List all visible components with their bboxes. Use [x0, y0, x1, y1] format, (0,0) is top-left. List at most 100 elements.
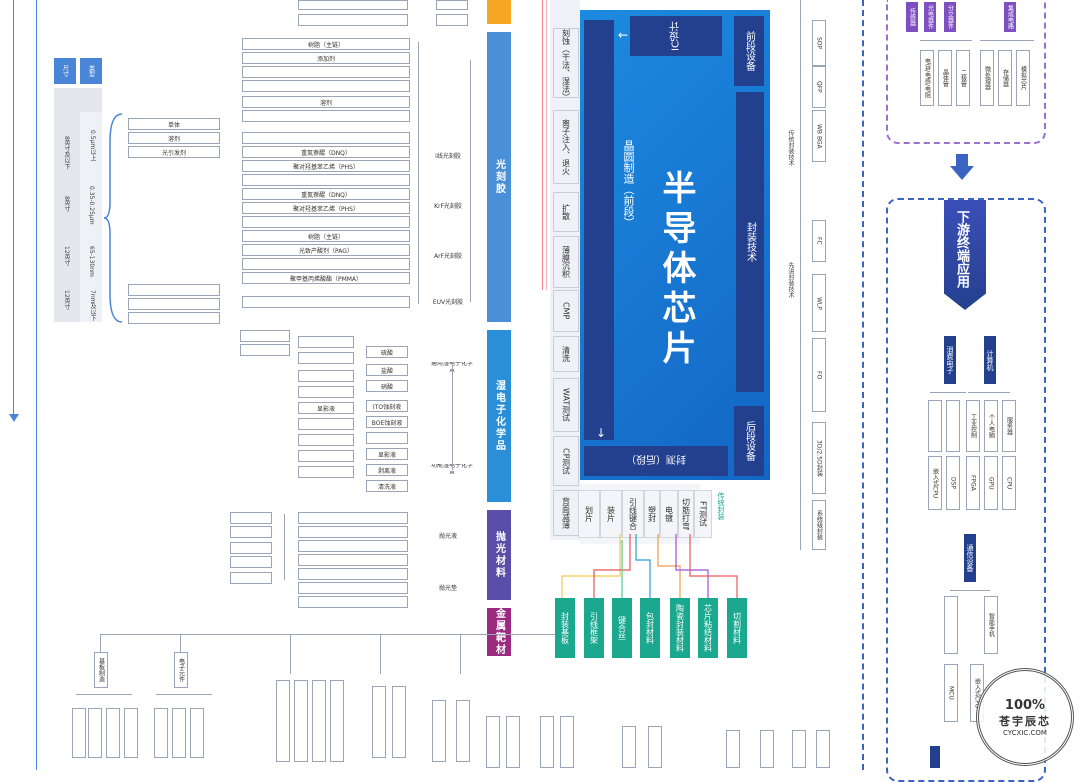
chem-item-10: ITO蚀刻液: [366, 400, 408, 412]
chem-item-13: 显影液: [366, 448, 408, 460]
ds-item-1: [928, 400, 942, 452]
polish-left-2: [230, 526, 272, 538]
red-line-2: [546, 0, 547, 290]
chem-left-2: [240, 344, 290, 356]
packaging-tech-column: 封装技术: [736, 92, 764, 392]
resist-comp-a2: 溶剂: [128, 132, 220, 144]
purple-leaf-2: 晶体管: [938, 50, 952, 106]
resist-row-9: 聚对羟基苯乙烯（PHS）: [242, 160, 410, 172]
pkg-system: 系统级封装: [812, 500, 826, 550]
ds-item-10: CPU: [1002, 456, 1016, 510]
resist-row-7: [242, 132, 410, 144]
resist-row-13: [242, 216, 410, 228]
chem-item-15: 清洗液: [366, 480, 408, 492]
purple-leaf-6: 模拟芯片: [1016, 50, 1030, 106]
polish-item-1: [298, 512, 408, 524]
bottom-leaf-24: [792, 730, 806, 768]
bottom-leaf-3: [106, 708, 120, 758]
red-line-1: [542, 0, 543, 290]
pkg-wlp: WLP: [812, 274, 826, 332]
step-plating: 电镀: [660, 490, 678, 538]
chem-left-3: [174, 350, 204, 360]
pkg-material-bondwire: 键合丝: [612, 598, 632, 658]
bottom-leaf-2: [88, 708, 102, 758]
ds-group-telecom: 通信设备: [964, 534, 976, 582]
top-box-2: [298, 14, 408, 26]
ds-branch-1: [930, 392, 966, 393]
downstream-banner: [944, 200, 986, 310]
chem-sub-3: 硝酸: [366, 380, 408, 392]
resist-row-17: 聚甲基丙烯酸酯（PMMA）: [242, 272, 410, 284]
polish-group-1: 抛光液: [430, 530, 466, 540]
bottom-leaf-7: [190, 708, 204, 758]
bottom-leaf-19: [560, 716, 574, 768]
top-box-1: [298, 0, 408, 10]
traditional-packaging-label: 传统封装: [717, 492, 725, 520]
purple-item-3: 分立器件: [944, 2, 956, 32]
chem-item-6: [298, 418, 354, 430]
bottom-drop-2: [180, 634, 181, 664]
pkg-fc: FC: [812, 220, 826, 262]
pkg-wbbga: WB BGA: [812, 110, 826, 162]
resist-row-18: [242, 296, 410, 308]
watermark-url: CYCXIC.COM: [1003, 728, 1047, 737]
table-row-2: 8英寸: [63, 196, 70, 212]
bottom-drop-3: [290, 634, 291, 674]
resist-row-8: 重氮萘醌（DNQ）: [242, 146, 410, 158]
chem-trunk: [452, 366, 453, 470]
down-arrow-icon: [9, 414, 19, 422]
chem-left-1: [240, 330, 290, 342]
resist-row-11: 重氮萘醌（DNQ）: [242, 188, 410, 200]
resist-comp-b2: [128, 298, 220, 310]
polishing-bar: 抛光材料: [487, 510, 511, 600]
chem-left-7: [314, 484, 334, 494]
bottom-leaf-11: [330, 680, 344, 762]
ds-branch-3: [950, 590, 990, 591]
resist-row-3: [242, 66, 410, 78]
bottom-leaf-25: [816, 730, 830, 768]
step-ft: FT测试: [694, 490, 712, 538]
top-box-3: [436, 0, 468, 10]
bottom-leaf-20: [622, 726, 636, 768]
resist-branch-g: [428, 56, 468, 66]
bottom-leaf-18: [540, 716, 554, 768]
resist-comp-b3: [128, 312, 220, 324]
pkg-material-substrate: 封装基板: [555, 598, 575, 658]
pkg-qfp: QFP: [812, 66, 826, 108]
bottom-drop-4: [380, 634, 381, 674]
resist-row-15: 光致产酸剂（PAG）: [242, 244, 410, 256]
polish-left-3: [230, 542, 272, 554]
pkg-line: [800, 0, 801, 550]
step-molding: 塑封: [644, 490, 660, 538]
pkg-cat-advanced: 先进封装技术: [787, 262, 794, 298]
purple-frame: [886, 0, 1046, 144]
pkg-cat-traditional: 传统封装技术: [787, 130, 794, 166]
resist-branch-euv: EUV光刻胶: [428, 296, 468, 306]
wet-chemical-bar: 湿电子化学品: [487, 330, 511, 502]
chem-item-9: [298, 466, 354, 478]
resist-row-1: 树脂（主链）: [242, 38, 410, 50]
process-etch: 刻蚀（干法、湿法）: [553, 28, 579, 101]
bottom-sub-line-2: [156, 694, 212, 695]
ds-group-computer: 计算机: [984, 336, 996, 384]
purple-item-2: 光电器件: [924, 2, 936, 32]
process-implant: 离子注入、退火: [553, 110, 579, 184]
ds-item-12: 智能手机: [984, 596, 998, 654]
table-row-1: 8英寸及以下: [63, 136, 70, 170]
chem-item-12: [366, 432, 408, 444]
watermark-percent: 100%: [1004, 697, 1046, 713]
resist-row-5: 溶剂: [242, 96, 410, 108]
resist-row-2: 添加剂: [242, 52, 410, 64]
down-arrow-head-icon: [950, 166, 974, 180]
front-equipment-box: 前段设备: [734, 16, 764, 86]
ds-group-bottom: [930, 746, 940, 768]
chip-title: 半导体芯片: [656, 170, 696, 370]
photoresist-bar: 光刻胶: [487, 32, 511, 322]
bottom-trunk: [100, 634, 555, 635]
chem-item-3: [298, 370, 354, 382]
purple-leaf-1: 电容/电感/电阻: [920, 50, 934, 106]
resist-trunk-2: [418, 42, 419, 304]
resist-row-12: 聚对羟基苯乙烯（PHS）: [242, 202, 410, 214]
purple-branch-2: [980, 40, 1034, 41]
orange-bar: [487, 0, 511, 24]
